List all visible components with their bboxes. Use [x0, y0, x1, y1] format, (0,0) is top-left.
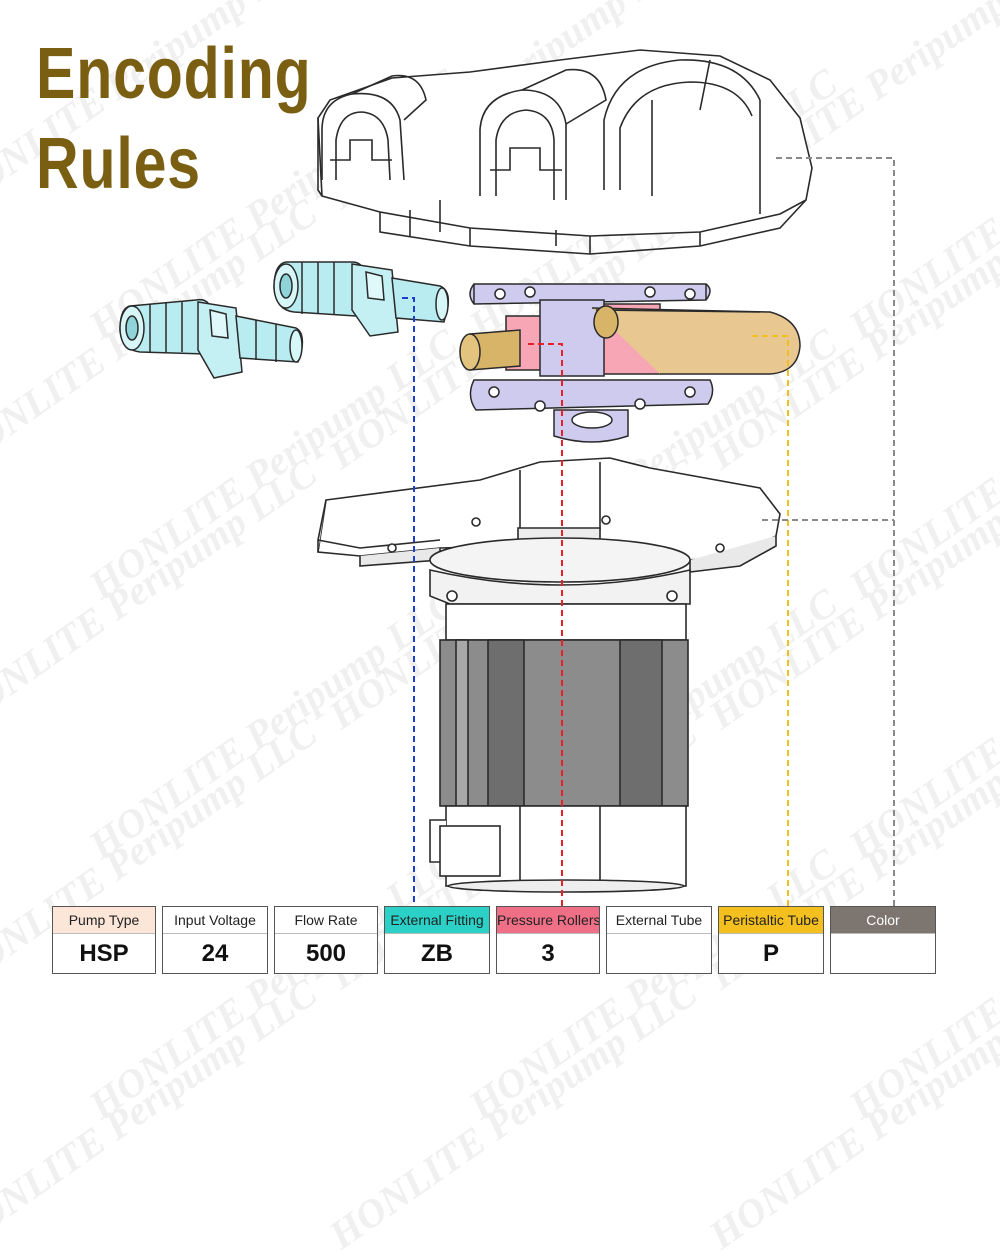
pump-cover	[317, 49, 813, 255]
code-header: Color	[831, 907, 935, 934]
code-value: 500	[305, 940, 347, 967]
code-cell-pump-type: Pump Type HSP	[52, 906, 156, 974]
external-fitting-right	[273, 261, 450, 337]
code-cell-external-fitting: External Fitting ZB	[384, 906, 490, 974]
page-title-line-2: Rules	[36, 124, 201, 204]
watermark-text: HONLITE Peripump LLC	[700, 969, 1000, 1258]
code-header: External Fitting	[385, 907, 489, 934]
code-header: Flow Rate	[275, 907, 377, 934]
watermark-text: HONLITE Peripump LLC	[320, 969, 705, 1258]
code-cell-pressure-rollers: Pressure Rollers 3	[496, 906, 600, 974]
code-cell-input-voltage: Input Voltage 24	[162, 906, 268, 974]
code-header: Input Voltage	[163, 907, 267, 934]
code-value	[831, 934, 935, 974]
code-header: Peristaltic Tube	[719, 907, 823, 934]
code-value: P	[762, 940, 779, 967]
leader-rollers	[528, 343, 563, 906]
code-cell-flow-rate: Flow Rate 500	[274, 906, 378, 974]
stepper-motor	[429, 568, 691, 893]
leader-lines	[402, 157, 895, 906]
code-cell-peristaltic-tube: Peristaltic Tube P	[718, 906, 824, 974]
page-title-line-1: Encoding	[36, 34, 312, 114]
code-value: 3	[541, 940, 555, 967]
leader-peristaltic-tube	[752, 335, 789, 906]
code-value	[607, 934, 711, 974]
watermark-text: HONLITE Peripump LLC	[0, 969, 325, 1258]
code-cell-external-tube: External Tube	[606, 906, 712, 974]
leader-fitting	[402, 297, 415, 906]
rotor-assembly	[459, 283, 801, 443]
code-value: HSP	[79, 940, 129, 967]
external-fitting-left	[119, 298, 304, 379]
code-value: 24	[201, 940, 229, 967]
code-header: Pump Type	[53, 907, 155, 934]
leader-color	[776, 157, 895, 906]
code-header: Pressure Rollers	[497, 907, 599, 934]
code-header: External Tube	[607, 907, 711, 934]
code-cell-color: Color	[830, 906, 936, 974]
exploded-pump-illustration	[119, 49, 895, 906]
code-value: ZB	[421, 940, 453, 967]
pump-base	[317, 457, 781, 583]
